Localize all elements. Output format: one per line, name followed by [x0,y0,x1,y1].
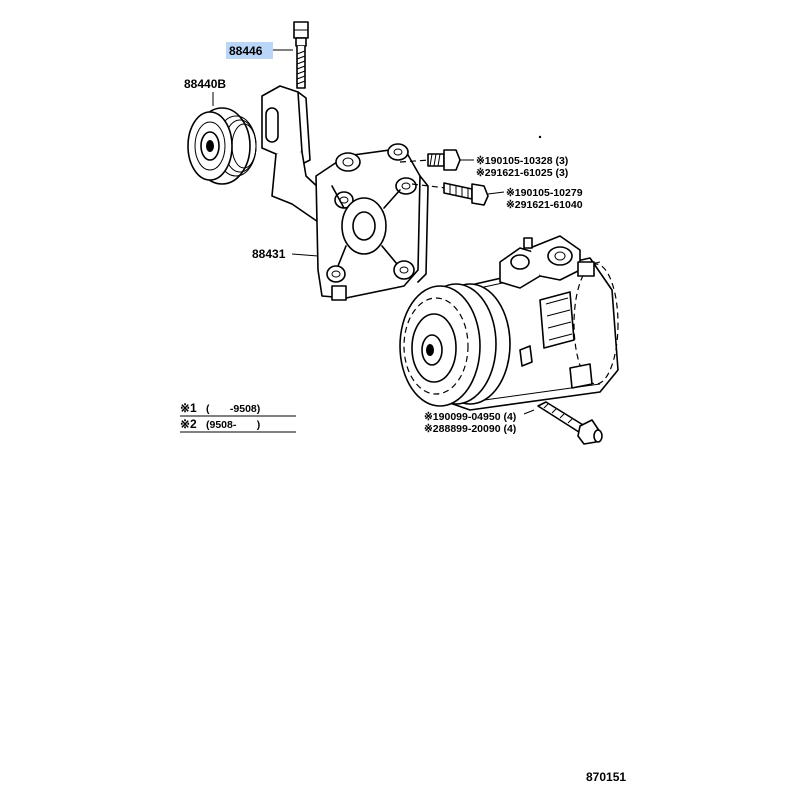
part-label-bolt-a-1[interactable]: ※190105-10328 (3) [476,155,568,167]
part-label-bolt-a-2[interactable]: ※291621-61025 (3) [476,167,568,179]
leader-88431 [291,253,319,257]
part-label-bolt-c-1[interactable]: ※190099-04950 (4) [424,411,516,423]
part-label-bolt-b-2[interactable]: ※291621-61040 [506,199,583,211]
bracket-88431-drawing [261,85,429,301]
part-label-88446[interactable]: 88446 [229,44,263,58]
bolt-b-drawing [443,182,489,206]
part-label-88440B[interactable]: 88440B [184,77,226,91]
legend-notes: ※1 ( -9508) ※2 (9508- ) [180,401,296,433]
dashline-bolt-a [399,159,431,163]
part-label-bolt-b-1[interactable]: ※190105-10279 [506,187,583,199]
part-label-bolt-c-2[interactable]: ※288899-20090 (4) [424,423,516,435]
reference-dot [538,135,542,139]
idler-pulley-drawing [187,107,257,185]
leader-bolt-b [487,191,505,195]
leader-bolt-c [523,409,535,415]
note2-mark: ※2 [180,417,197,431]
highlight-88446 [226,42,273,59]
diagram-number: 870151 [586,770,626,784]
bolt-c-drawing [537,401,603,445]
part-label-88431[interactable]: 88431 [252,247,286,261]
note1-range: ( -9508) [206,403,260,415]
compressor-drawing [399,235,619,411]
dashline-bolt-b [411,183,447,189]
note1-mark: ※1 [180,401,197,415]
note2-range: (9508- ) [206,419,260,431]
bolt-88446-drawing [293,21,309,89]
bolt-a-drawing [427,149,461,171]
